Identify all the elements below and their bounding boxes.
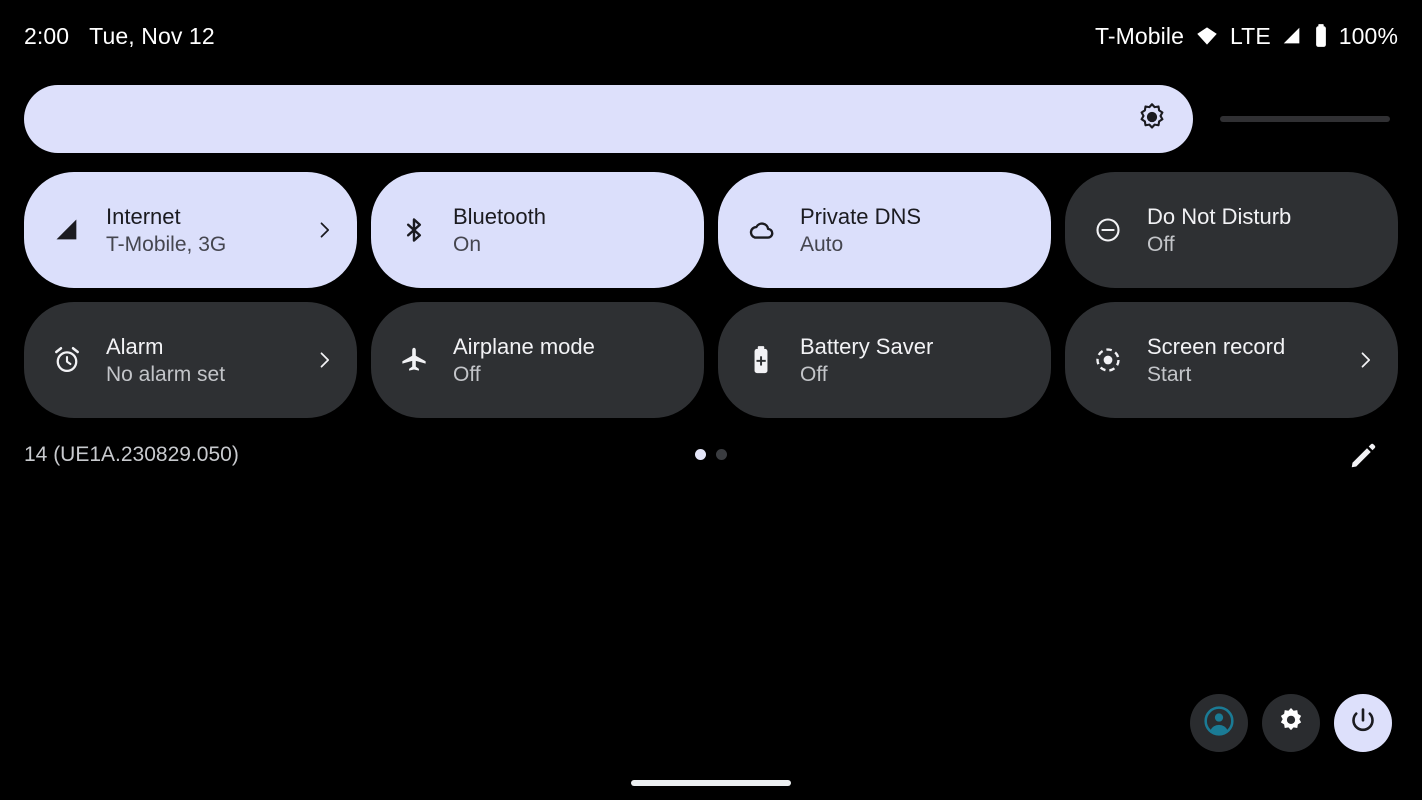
tile-title: Internet — [106, 203, 181, 229]
pencil-icon — [1348, 441, 1378, 476]
wifi-icon — [1194, 23, 1220, 49]
footer-row: 14 (UE1A.230829.050) — [0, 437, 1422, 477]
record-icon — [1091, 345, 1125, 375]
tile-screen-record[interactable]: Screen record Start — [1065, 302, 1398, 418]
tile-title: Screen record — [1147, 333, 1286, 359]
chevron-right-icon[interactable] — [313, 220, 335, 240]
network-type-label: LTE — [1229, 22, 1271, 49]
do-not-disturb-icon — [1091, 216, 1125, 244]
tile-alarm[interactable]: Alarm No alarm set — [24, 302, 357, 418]
brightness-icon — [1137, 102, 1167, 137]
status-bar-left: 2:00 Tue, Nov 12 — [24, 23, 215, 50]
battery-icon — [1313, 23, 1329, 49]
tile-private-dns[interactable]: Private DNS Auto — [718, 172, 1051, 288]
brightness-track-remaining — [1220, 116, 1390, 122]
tile-subtitle: Off — [1147, 232, 1175, 256]
bluetooth-icon — [397, 216, 431, 244]
brightness-slider[interactable] — [24, 85, 1398, 153]
page-dot-1[interactable] — [695, 449, 706, 460]
signal-icon — [1281, 25, 1303, 47]
page-dot-2[interactable] — [716, 449, 727, 460]
signal-cellular-icon — [50, 216, 84, 244]
tile-title: Battery Saver — [800, 333, 934, 359]
alarm-clock-icon — [50, 345, 84, 375]
tile-title: Bluetooth — [453, 203, 546, 229]
build-number-label: 14 (UE1A.230829.050) — [24, 443, 239, 466]
tile-airplane-mode[interactable]: Airplane mode Off — [371, 302, 704, 418]
status-time: 2:00 — [24, 22, 70, 49]
tile-subtitle: Off — [800, 362, 828, 386]
user-switcher-button[interactable] — [1190, 694, 1248, 752]
status-bar-right: T-Mobile LTE 100% — [1095, 23, 1398, 50]
tile-title: Airplane mode — [453, 333, 595, 359]
user-avatar-icon — [1203, 705, 1235, 742]
edit-tiles-button[interactable] — [1344, 439, 1382, 477]
quick-settings-tiles: Internet T-Mobile, 3G Bluetooth On — [24, 172, 1398, 418]
page-indicator[interactable] — [695, 449, 727, 460]
tile-subtitle: Start — [1147, 362, 1192, 386]
tile-title: Alarm — [106, 333, 164, 359]
status-bar: 2:00 Tue, Nov 12 T-Mobile LTE 100% — [0, 0, 1422, 72]
tile-battery-saver[interactable]: Battery Saver Off — [718, 302, 1051, 418]
power-button[interactable] — [1334, 694, 1392, 752]
chevron-right-icon[interactable] — [1354, 350, 1376, 370]
tile-subtitle: Auto — [800, 232, 844, 256]
status-date: Tue, Nov 12 — [89, 22, 215, 49]
tile-do-not-disturb[interactable]: Do Not Disturb Off — [1065, 172, 1398, 288]
tile-internet[interactable]: Internet T-Mobile, 3G — [24, 172, 357, 288]
brightness-track-filled[interactable] — [24, 85, 1193, 153]
tile-subtitle: On — [453, 232, 482, 256]
settings-button[interactable] — [1262, 694, 1320, 752]
tile-title: Private DNS — [800, 203, 922, 229]
tile-subtitle: No alarm set — [106, 362, 226, 386]
battery-saver-icon — [744, 345, 778, 375]
home-gesture-bar[interactable] — [631, 780, 791, 786]
tile-subtitle: Off — [453, 362, 481, 386]
cloud-icon — [744, 215, 778, 245]
battery-percent-label: 100% — [1338, 22, 1398, 49]
carrier-label: T-Mobile — [1094, 22, 1184, 49]
tile-subtitle: T-Mobile, 3G — [106, 232, 227, 256]
airplane-icon — [397, 345, 431, 375]
chevron-right-icon[interactable] — [313, 350, 335, 370]
bottom-action-buttons — [1190, 694, 1392, 752]
tile-bluetooth[interactable]: Bluetooth On — [371, 172, 704, 288]
tile-title: Do Not Disturb — [1147, 203, 1292, 229]
power-icon — [1348, 706, 1378, 741]
gear-icon — [1276, 706, 1306, 741]
